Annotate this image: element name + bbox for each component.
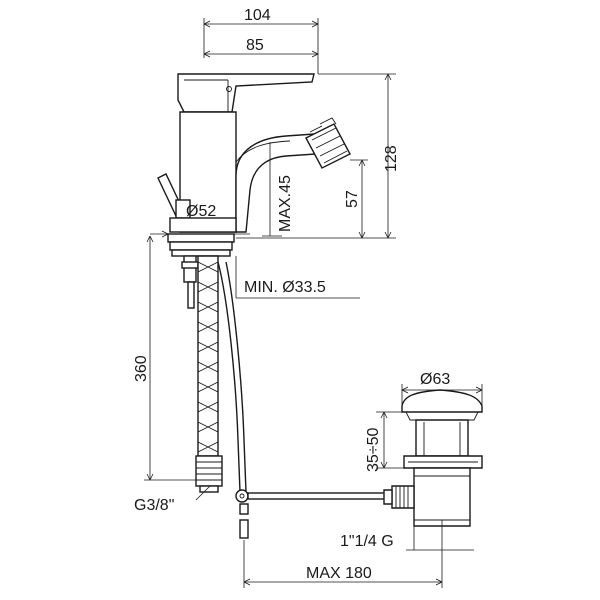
waste-cap	[401, 389, 483, 413]
label-max-thickness: MAX.45	[277, 175, 294, 232]
label-max-rod: MAX 180	[306, 565, 372, 582]
label-drain-diameter: Ø63	[420, 371, 450, 388]
pop-up-waste	[383, 389, 483, 527]
label-drain-thread: 1"1/4 G	[340, 533, 394, 550]
label-height-spout: 57	[344, 190, 361, 208]
lever-handle	[177, 73, 315, 113]
labels: 104 85 128 57 MAX.45 Ø52 MIN. Ø33.5 360 …	[133, 7, 450, 582]
hose-nut	[195, 455, 223, 487]
pivot-rod	[235, 489, 393, 539]
label-hose-length: 360	[133, 355, 150, 382]
dimensions	[144, 18, 483, 588]
label-drain-range: 35÷50	[365, 428, 382, 472]
label-hole-diameter: MIN. Ø33.5	[244, 279, 326, 296]
aerator	[305, 117, 351, 169]
label-width-spout: 85	[246, 37, 264, 54]
pop-up-rod	[217, 261, 247, 493]
mounting-hardware	[167, 233, 235, 309]
spout	[235, 133, 317, 233]
flexible-hose	[195, 255, 223, 493]
tap-base	[169, 217, 237, 233]
mixer-tap	[157, 73, 351, 309]
label-height-overall: 128	[383, 145, 400, 172]
label-base-diameter: Ø52	[186, 203, 216, 220]
label-width-overall: 104	[244, 7, 271, 24]
label-hose-thread: G3/8"	[134, 497, 174, 514]
